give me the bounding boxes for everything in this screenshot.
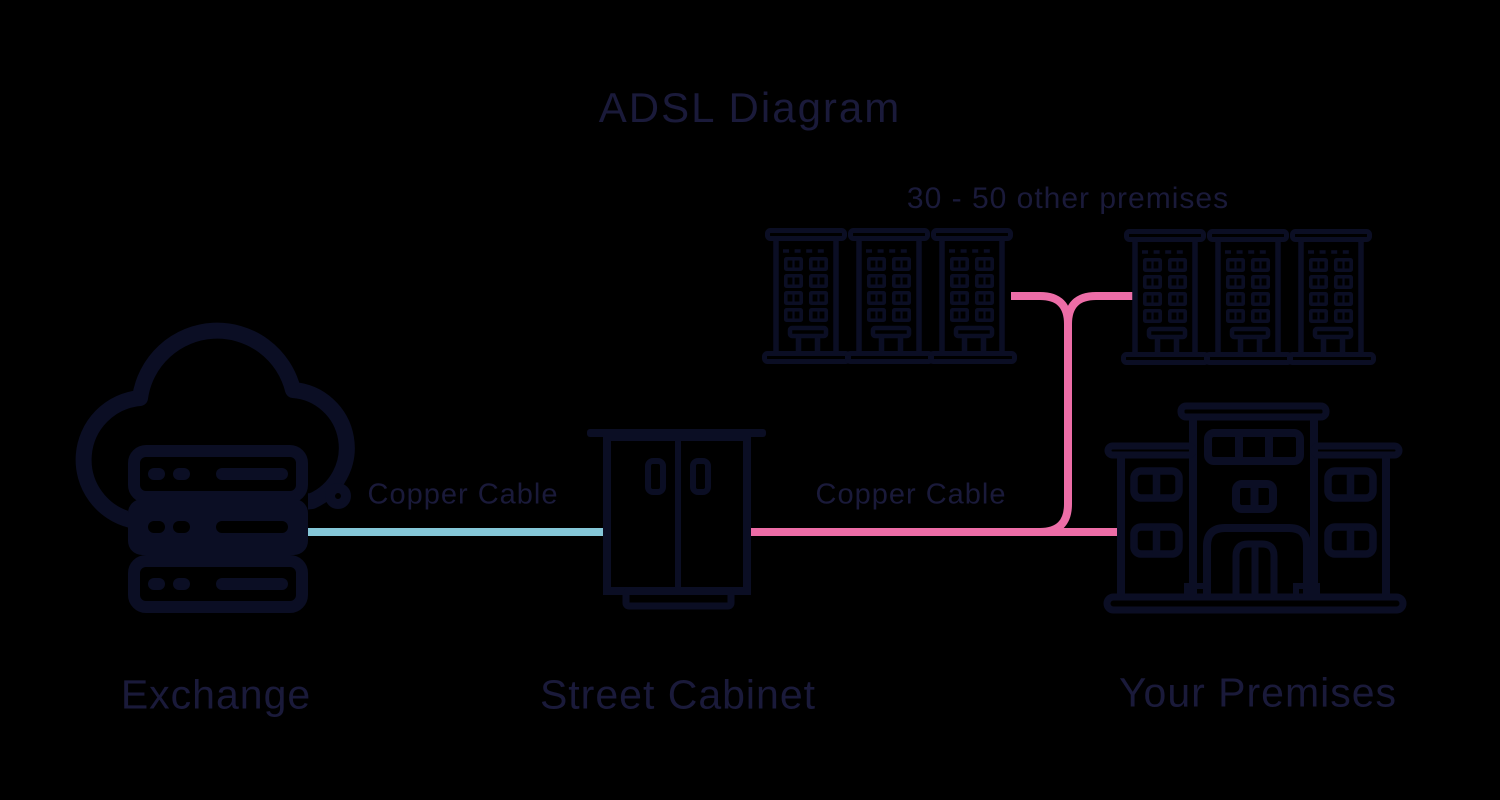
office-building-icon bbox=[1103, 402, 1407, 614]
apartment-building-icon bbox=[765, 231, 849, 362]
apartment-building-icon bbox=[1207, 232, 1291, 363]
exchange-label: Exchange bbox=[120, 671, 312, 718]
apartment-building-icon bbox=[931, 231, 1015, 362]
street-cabinet-icon bbox=[587, 429, 766, 610]
copper-cable-pink-line bbox=[750, 292, 1133, 536]
other-premises-label: 30 - 50 other premises bbox=[906, 182, 1230, 215]
street-cabinet-label: Street Cabinet bbox=[539, 671, 817, 718]
your-premises-label: Your Premises bbox=[1118, 669, 1398, 716]
copper-cable-pink-label: Copper Cable bbox=[815, 478, 1007, 511]
copper-cable-blue-label: Copper Cable bbox=[367, 478, 559, 511]
page-title: ADSL Diagram bbox=[598, 84, 902, 131]
other-premises-right-group bbox=[1124, 232, 1374, 363]
apartment-building-icon bbox=[1290, 232, 1374, 363]
apartment-building-icon bbox=[848, 231, 932, 362]
apartment-building-icon bbox=[1124, 232, 1208, 363]
other-premises-left-group bbox=[765, 231, 1015, 362]
cloud-server-icon bbox=[75, 322, 355, 617]
